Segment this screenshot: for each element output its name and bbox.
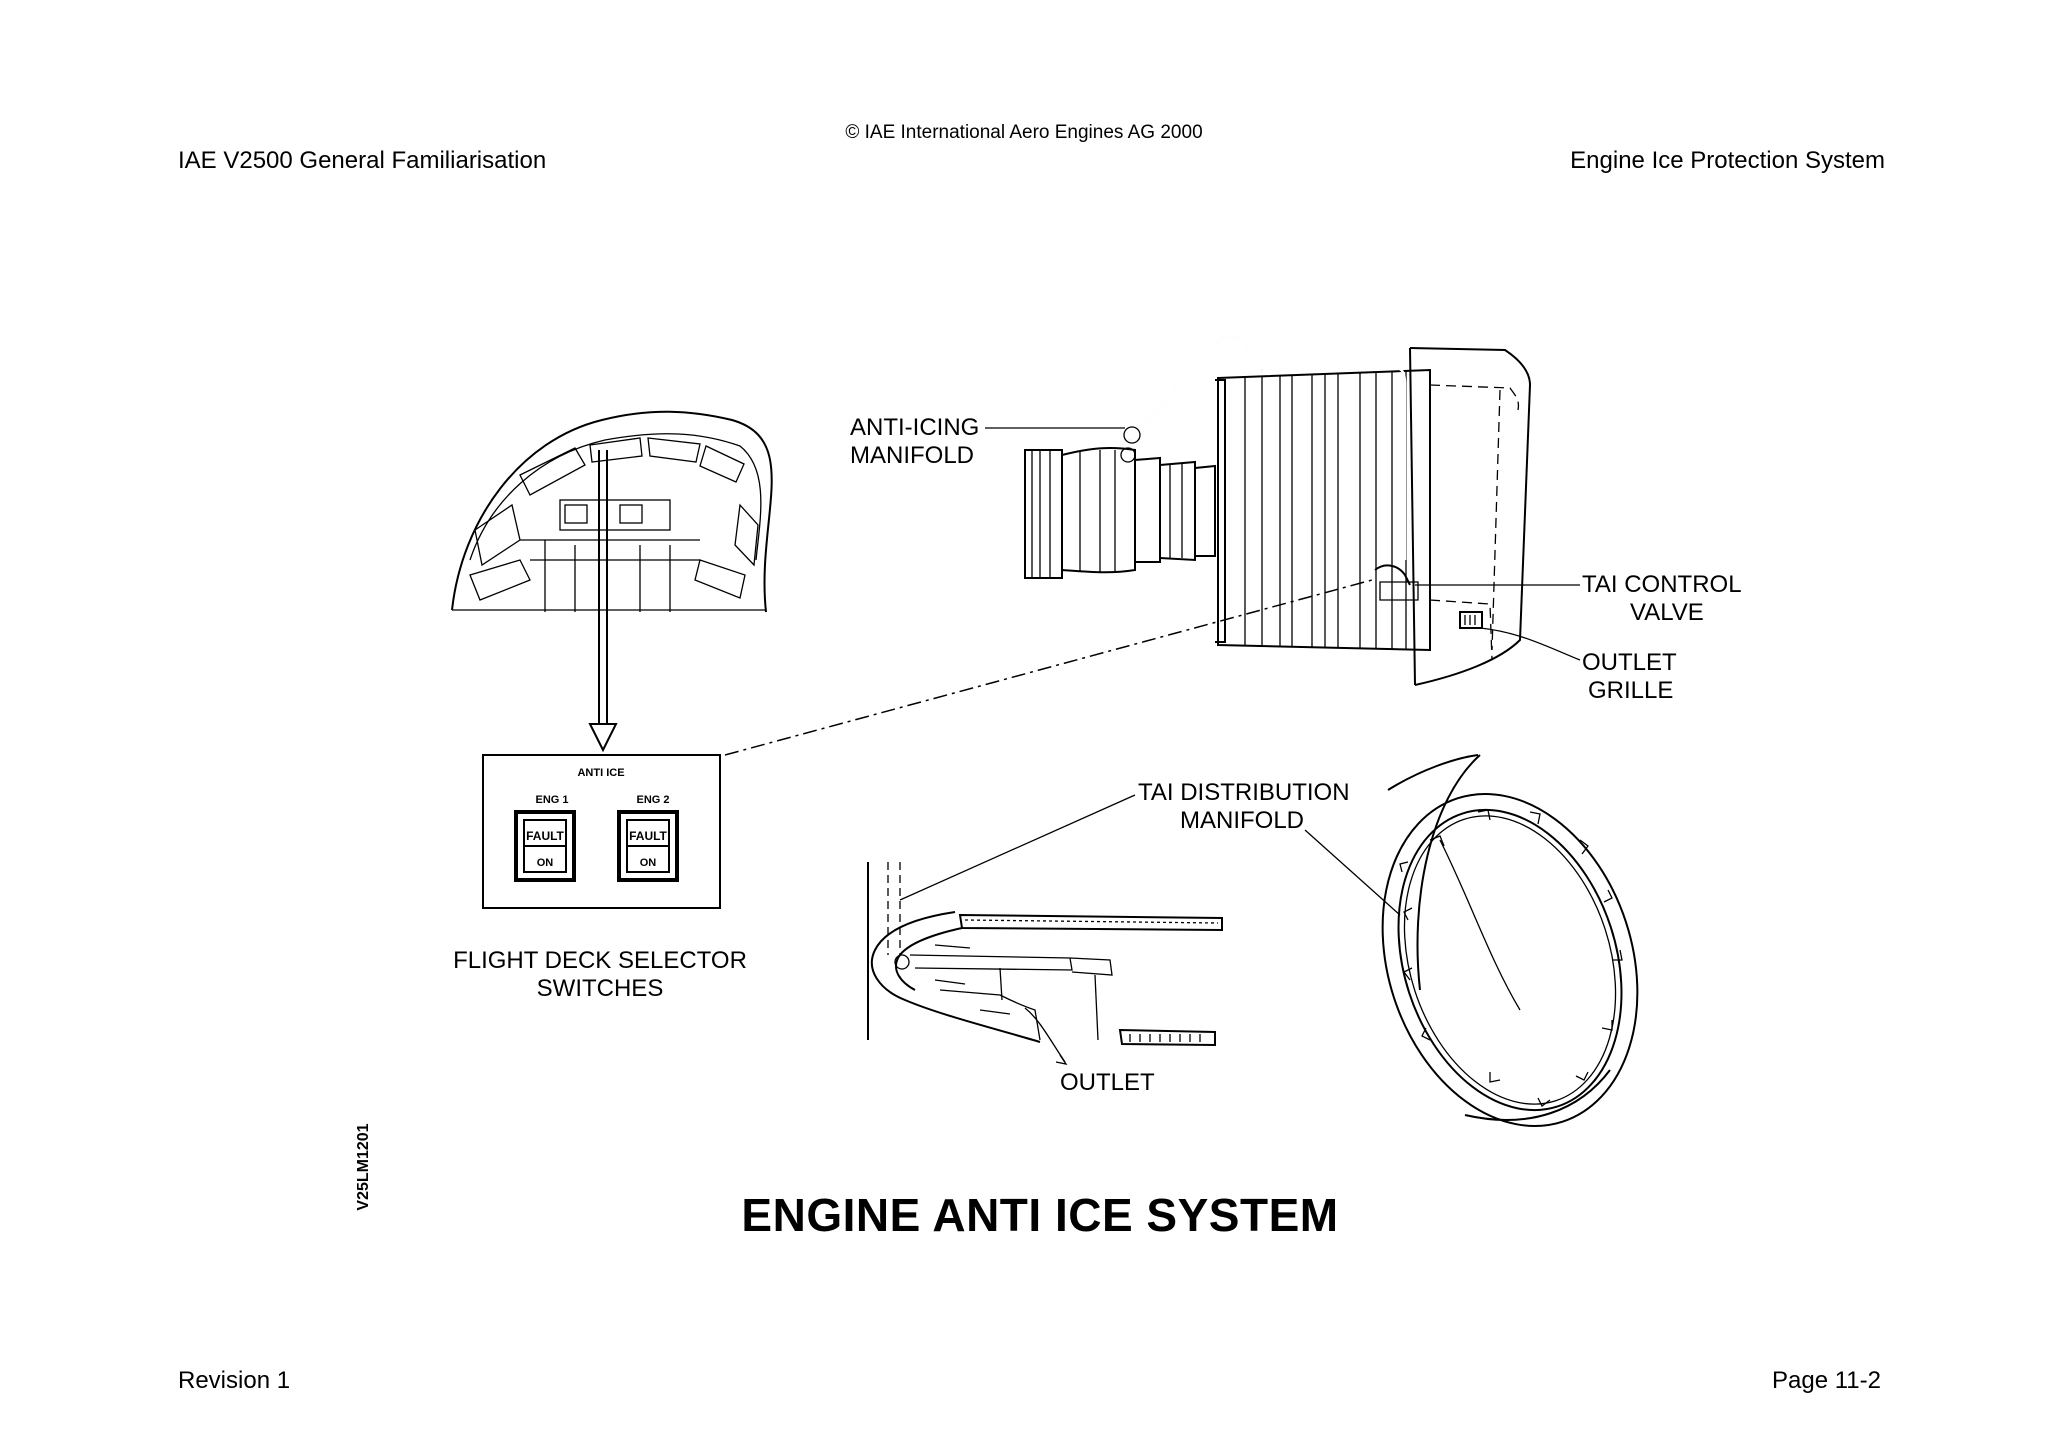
anti-icing-manifold-label-line2: MANIFOLD bbox=[850, 442, 974, 469]
document-title: IAE V2500 General Familiarisation bbox=[178, 147, 547, 174]
tai-control-valve-label-line2: VALVE bbox=[1630, 599, 1704, 626]
panel-engine-link-line bbox=[724, 579, 1373, 756]
cockpit-illustration bbox=[451, 410, 773, 613]
outlet-label: OUTLET bbox=[1060, 1069, 1155, 1096]
outlet-grille-label-line1: OUTLET bbox=[1582, 649, 1677, 676]
page-number: Page 11-2 bbox=[1772, 1367, 1881, 1394]
engine-illustration bbox=[1024, 336, 1532, 686]
outlet-grille-label-line2: GRILLE bbox=[1588, 677, 1673, 704]
eng2-label: ENG 2 bbox=[636, 794, 669, 806]
tai-distribution-label-line2: MANIFOLD bbox=[1180, 807, 1304, 834]
flight-deck-selector-label-line1: FLIGHT DECK SELECTOR bbox=[453, 947, 747, 974]
outlet-grille-leader bbox=[1479, 627, 1581, 661]
eng2-fault-light: FAULT bbox=[629, 829, 667, 843]
panel-title: ANTI ICE bbox=[577, 767, 624, 779]
inlet-lip-section bbox=[867, 862, 1223, 1065]
eng1-label: ENG 1 bbox=[535, 794, 568, 806]
eng1-on-light: ON bbox=[537, 857, 554, 869]
eng2-on-light: ON bbox=[640, 857, 657, 869]
eng1-fault-light: FAULT bbox=[526, 829, 564, 843]
section-title: Engine Ice Protection System bbox=[1570, 147, 1885, 174]
anti-ice-selector-panel: ANTI ICE ENG 1 ENG 2 FAULT ON FAULT ON bbox=[482, 754, 721, 909]
tai-control-valve-label-line1: TAI CONTROL bbox=[1582, 571, 1742, 598]
anti-icing-manifold-label-line1: ANTI-ICING bbox=[850, 414, 979, 441]
flight-deck-selector-label-line2: SWITCHES bbox=[537, 975, 664, 1002]
cockpit-to-panel-arrow bbox=[588, 450, 618, 753]
eng2-switch[interactable]: FAULT ON bbox=[617, 810, 679, 882]
tai-distribution-label-line1: TAI DISTRIBUTION bbox=[1138, 779, 1350, 806]
tai-distribution-leader-right bbox=[1304, 829, 1401, 916]
figure-title: ENGINE ANTI ICE SYSTEM bbox=[741, 1189, 1339, 1241]
tai-distribution-leader-left bbox=[899, 794, 1136, 901]
tai-distribution-ring bbox=[1381, 754, 1639, 1128]
copyright-notice: © IAE International Aero Engines AG 2000 bbox=[845, 122, 1203, 143]
eng1-switch[interactable]: FAULT ON bbox=[514, 810, 576, 882]
revision-label: Revision 1 bbox=[178, 1367, 291, 1394]
